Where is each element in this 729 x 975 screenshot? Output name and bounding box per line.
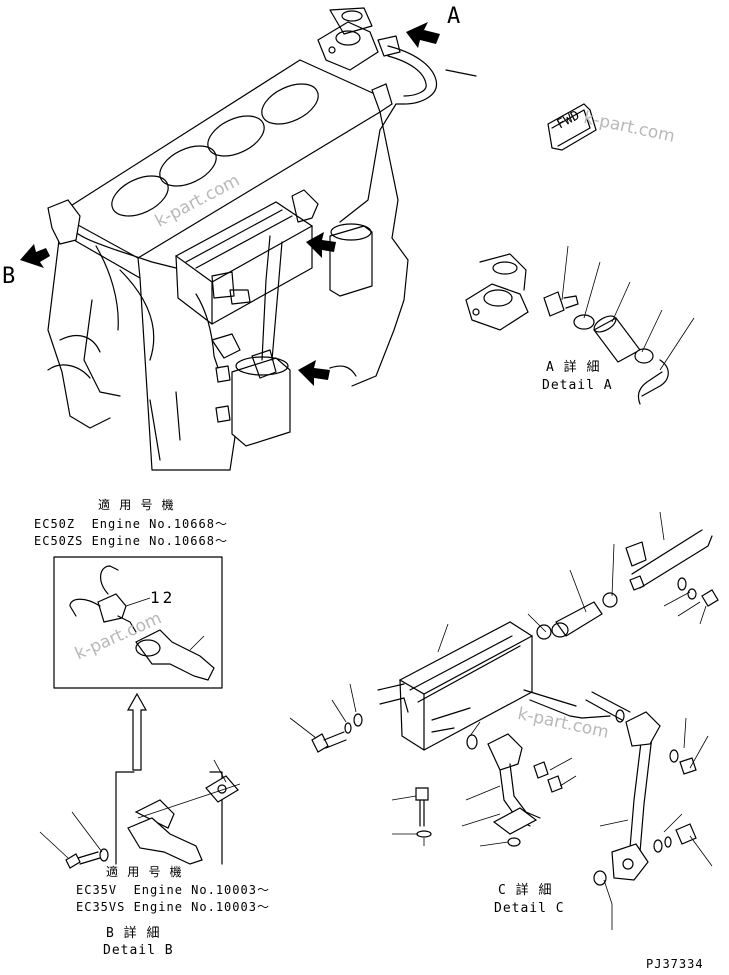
upper-applicable-jp: 適 用 号 機 (98, 498, 175, 512)
oil-pipe-b (69, 227, 177, 269)
switch-icon (69, 565, 151, 633)
elbow-b (47, 199, 81, 245)
fwd-sign (547, 103, 597, 151)
upper-serial-1: EC50Z Engine No.10668～ (34, 517, 228, 531)
arrow-icon (126, 692, 148, 771)
detail-c-title-en: Detail C (494, 901, 565, 916)
detail-b-serial-1: EC35V Engine No.10003～ (76, 883, 270, 897)
oil-pipe (339, 45, 438, 223)
upper-serial-2: EC50ZS Engine No.10668～ (34, 534, 228, 548)
engine-block-icon (47, 59, 409, 471)
callout-b: B (2, 264, 16, 289)
detail-c-parts (289, 511, 719, 930)
oil-pipe-inner (387, 55, 427, 97)
detail-a-parts (465, 245, 695, 405)
flange-icon (317, 7, 401, 71)
oil-pipe-c (261, 235, 283, 361)
drawing-number: PJ37334 (646, 957, 704, 971)
detail-c-title-jp: C 詳 細 (498, 883, 553, 898)
detail-b-parts (39, 759, 241, 869)
detail-a-title-en: Detail A (542, 378, 613, 393)
arrow-icon (406, 22, 440, 48)
oil-cooler-icon (377, 621, 534, 751)
detail-a-title-jp: A 詳 細 (546, 360, 601, 375)
detail-frame (53, 556, 223, 689)
arrow-icon (298, 360, 330, 386)
part-ref-12: 12 (150, 588, 176, 607)
pipe-bracket (371, 83, 393, 113)
arrow-icon (306, 232, 336, 258)
detail-b-applicable-jp: 適 用 号 機 (106, 865, 183, 879)
detail-b-title-jp: B 詳 細 (106, 926, 161, 941)
callout-a: A (447, 4, 461, 29)
arrow-icon (20, 244, 50, 268)
detail-b-title-en: Detail B (103, 943, 174, 958)
hose-icon (135, 629, 215, 681)
detail-b-serial-2: EC35VS Engine No.10003～ (76, 900, 270, 914)
